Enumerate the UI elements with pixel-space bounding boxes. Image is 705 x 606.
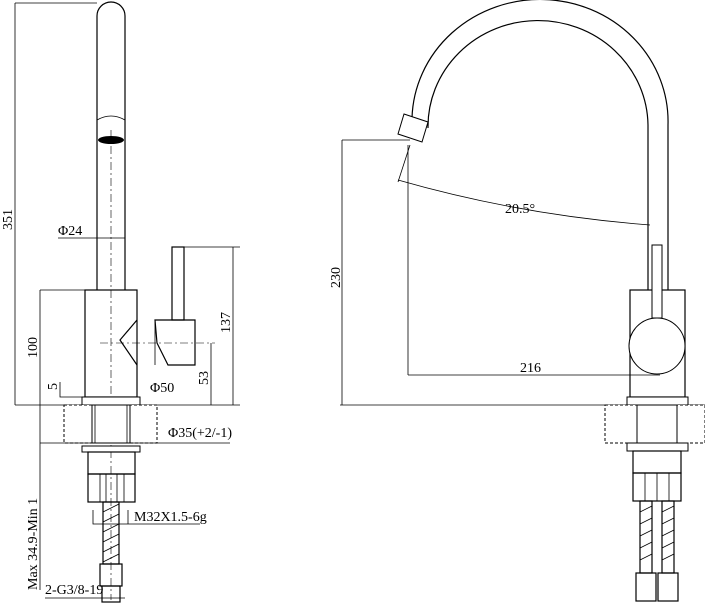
dim-5: 5 bbox=[46, 383, 61, 390]
dim-hose: 2-G3/8-19 bbox=[45, 583, 103, 598]
dim-100: 100 bbox=[26, 337, 41, 358]
dim-216: 216 bbox=[520, 361, 541, 376]
dim-phi50: Φ50 bbox=[150, 381, 174, 396]
nozzle bbox=[397, 113, 429, 143]
spout-tube bbox=[96, 1, 126, 290]
dim-phi24: Φ24 bbox=[58, 224, 82, 239]
dim-angle: 20.5° bbox=[505, 202, 535, 217]
aerator bbox=[98, 136, 124, 144]
front-hose-left bbox=[639, 500, 653, 574]
side-view: 351 Φ24 100 137 53 5 Φ50 Φ35(+2/-1) Max … bbox=[1, 1, 240, 603]
gooseneck-spout bbox=[411, 0, 669, 290]
dim-53: 53 bbox=[197, 371, 212, 385]
front-handle-lever bbox=[651, 244, 663, 319]
dim-351: 351 bbox=[1, 209, 16, 230]
dim-230: 230 bbox=[329, 267, 344, 288]
front-hose-right bbox=[661, 500, 675, 574]
handle-knob bbox=[628, 317, 686, 375]
handle-cartridge bbox=[154, 319, 196, 366]
handle-lever bbox=[171, 246, 185, 321]
dim-phi35: Φ35(+2/-1) bbox=[168, 426, 232, 441]
front-view: 230 216 20.5° bbox=[329, 0, 705, 602]
dim-thread: M32X1.5-6g bbox=[134, 510, 207, 525]
dim-countertop: Max 34.9-Min 1 bbox=[26, 498, 41, 590]
mounting-nut bbox=[87, 473, 136, 503]
dim-137: 137 bbox=[219, 312, 234, 333]
